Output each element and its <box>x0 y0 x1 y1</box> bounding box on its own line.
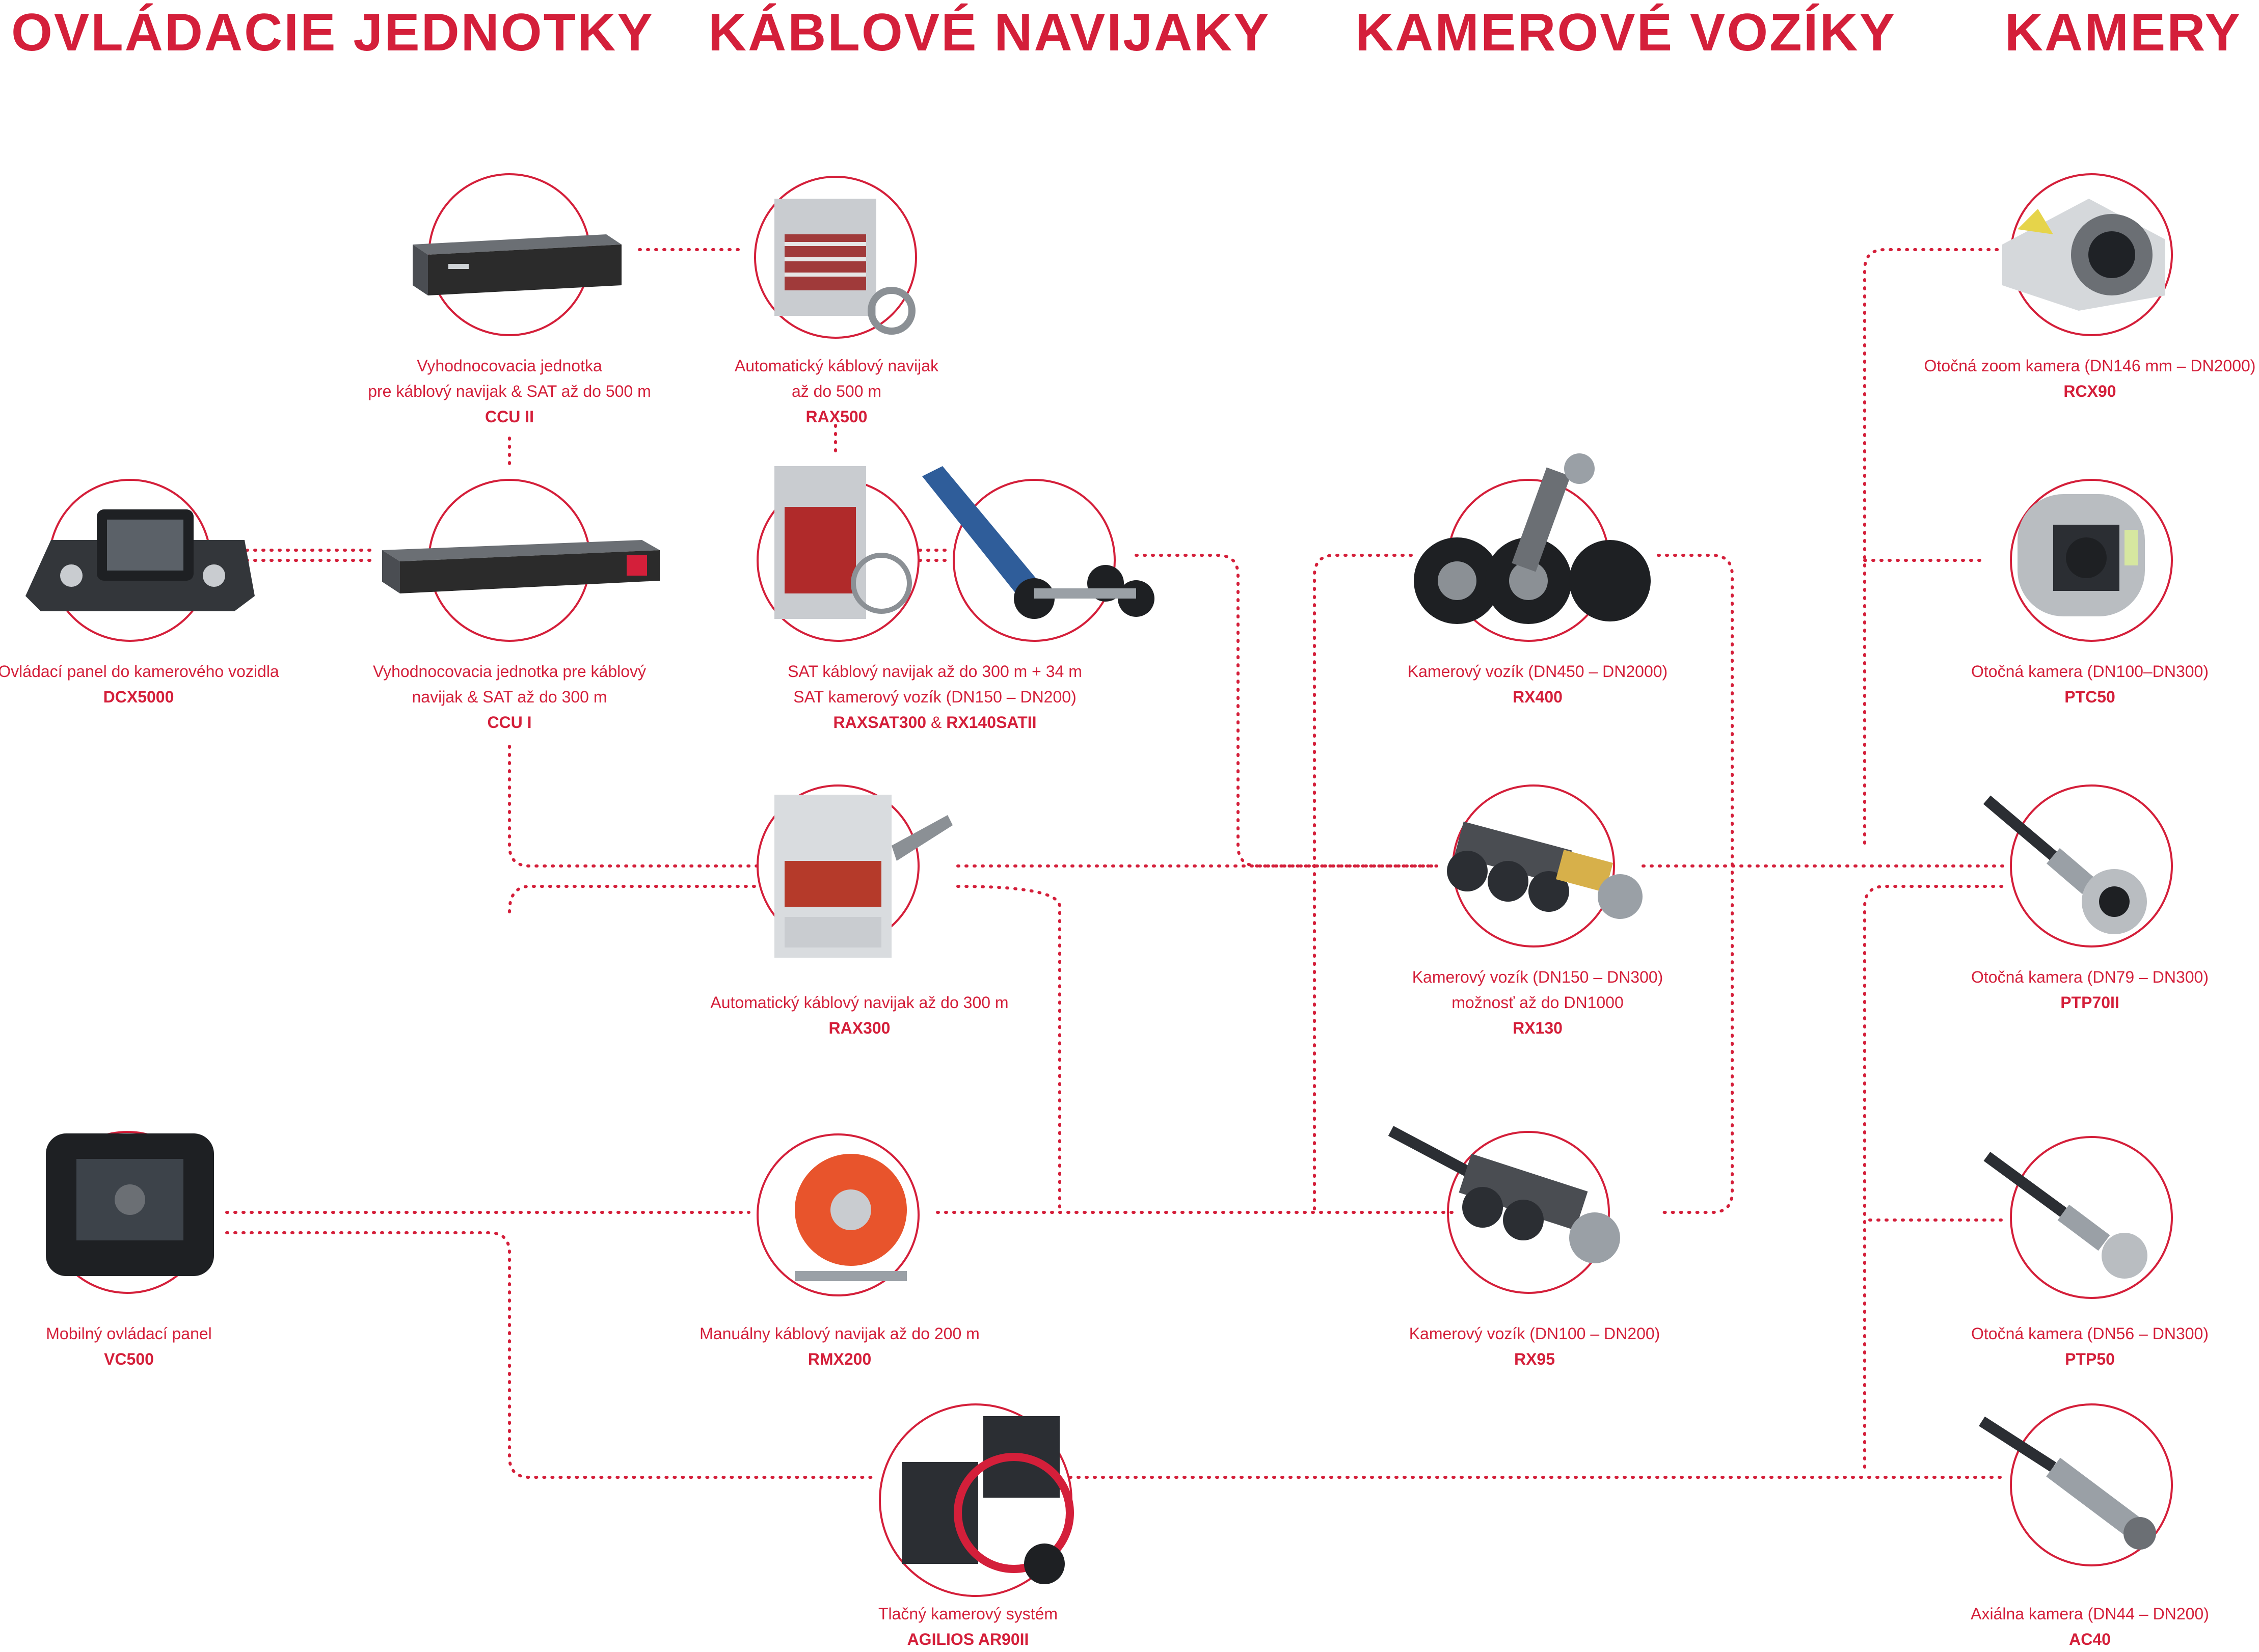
evaluation-unit-rack-icon <box>382 540 660 593</box>
product-description: Kamerový vozík (DN450 – DN2000) <box>1407 662 1668 681</box>
connector-rx400-right <box>1657 554 1734 1214</box>
pan-tilt-camera-icon <box>2018 494 2145 616</box>
product-model: RX95 <box>1514 1350 1555 1368</box>
product-model: RMX200 <box>808 1350 872 1368</box>
product-model: PTP50 <box>2065 1350 2115 1368</box>
highlight-ring <box>757 1133 920 1296</box>
connector-rx400-left <box>1313 554 1413 1211</box>
product-description: Otočná kamera (DN56 – DN300) <box>1971 1324 2209 1343</box>
product-description: Kamerový vozík (DN100 – DN200) <box>1409 1324 1660 1343</box>
column-title-cable-reels: KÁBLOVÉ NAVIJAKY <box>708 3 1271 62</box>
highlight-ring <box>2010 784 2173 947</box>
column-title-camera-crawlers: KAMEROVÉ VOZÍKY <box>1355 3 1896 62</box>
product-description: Manuálny káblový navijak až do 200 m <box>700 1324 980 1343</box>
control-panel-icon <box>25 509 255 611</box>
product-model: CCU II <box>485 408 534 426</box>
product-description: Kamerový vozík (DN150 – DN300) <box>1412 968 1663 986</box>
product-description: Axiálna kamera (DN44 – DN200) <box>1971 1605 2209 1623</box>
product-description: Otočná kamera (DN100–DN300) <box>1971 662 2209 681</box>
sat-crawler-icon <box>922 466 1154 619</box>
product-description: Otočná kamera (DN79 – DN300) <box>1971 968 2209 986</box>
product-model: DCX5000 <box>103 688 174 706</box>
manual-cable-reel-icon <box>795 1154 907 1281</box>
highlight-ring <box>1447 1131 1610 1294</box>
connector-raxsat-bus <box>1135 554 1438 868</box>
axial-camera-icon <box>1979 1416 2156 1550</box>
cable-reel-icon <box>774 795 953 958</box>
connector-camera-trunk <box>1863 248 2006 845</box>
product-model: VC500 <box>104 1350 154 1368</box>
product-model: RX400 <box>1513 688 1563 706</box>
connector-rax300-down <box>956 885 1061 1211</box>
product-description: navijak & SAT až do 300 m <box>412 688 607 706</box>
product-description: možnosť až do DN1000 <box>1451 993 1624 1012</box>
connector-left-vertical <box>508 885 761 913</box>
product-model: CCU I <box>487 713 532 732</box>
highlight-ring <box>2010 1136 2173 1299</box>
connector-vc500-down <box>225 1231 878 1479</box>
highlight-ring <box>953 479 1116 642</box>
product-model: RAX500 <box>805 408 868 426</box>
zoom-camera-icon <box>2002 199 2165 311</box>
product-model: RAXSAT300 & RX140SATII <box>833 713 1037 732</box>
product-description: SAT kamerový vozík (DN150 – DN200) <box>793 688 1077 706</box>
column-title-control-units: OVLÁDACIE JEDNOTKY <box>11 3 654 62</box>
product-model: AC40 <box>2069 1630 2111 1648</box>
product-description: pre káblový navijak & SAT až do 500 m <box>368 382 651 400</box>
product-description: SAT káblový navijak až do 300 m + 34 m <box>788 662 1082 681</box>
column-title-cameras: KAMERY <box>2005 3 2242 62</box>
evaluation-unit-rack-icon <box>413 234 622 295</box>
connector-ccu1-bus <box>508 745 761 868</box>
small-crawler-icon <box>1388 1126 1620 1263</box>
product-model: PTP70II <box>2060 993 2119 1012</box>
product-model: RCX90 <box>2063 382 2116 400</box>
highlight-ring <box>754 176 917 339</box>
mobile-control-panel-icon <box>46 1133 214 1276</box>
product-description: Automatický káblový navijak až do 300 m <box>710 993 1009 1012</box>
push-camera-system-icon <box>902 1416 1074 1584</box>
pan-tilt-camera-icon <box>1983 795 2147 934</box>
product-model: AGILIOS AR90II <box>907 1630 1029 1648</box>
medium-crawler-icon <box>1447 821 1643 919</box>
connector-ptp70-branch <box>1863 885 2006 1469</box>
product-description: Tlačný kamerový systém <box>878 1605 1058 1623</box>
large-crawler-icon <box>1414 453 1651 624</box>
product-description: Vyhodnocovacia jednotka <box>417 357 602 375</box>
product-model: RX130 <box>1513 1019 1563 1037</box>
product-description: Automatický káblový navijak <box>734 357 939 375</box>
highlight-ring <box>2010 479 2173 642</box>
product-model: PTC50 <box>2064 688 2115 706</box>
product-description: až do 500 m <box>791 382 882 400</box>
product-description: Ovládací panel do kamerového vozidla <box>0 662 279 681</box>
product-description: Vyhodnocovacia jednotka pre káblový <box>372 662 647 681</box>
product-model: RAX300 <box>828 1019 891 1037</box>
highlight-ring <box>2010 1403 2173 1566</box>
column-headers: OVLÁDACIE JEDNOTKY KÁBLOVÉ NAVIJAKY KAME… <box>0 0 2259 76</box>
cable-reel-icon <box>774 199 916 335</box>
pan-tilt-camera-icon <box>1983 1152 2147 1279</box>
sat-cable-reel-icon <box>774 466 912 619</box>
product-description: Otočná zoom kamera (DN146 mm – DN2000) <box>1924 357 2256 375</box>
product-description: Mobilný ovládací panel <box>46 1324 212 1343</box>
